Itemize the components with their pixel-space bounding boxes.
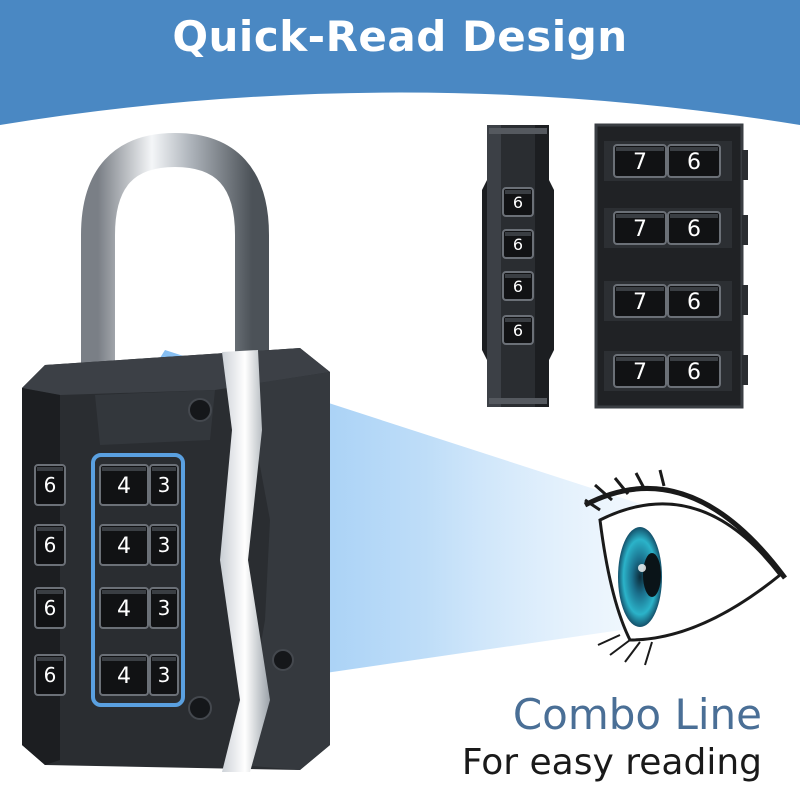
side-view-wheel: 6	[502, 315, 534, 345]
back-dial-wheel-digit: 7	[633, 150, 647, 175]
eye-illustration	[583, 469, 788, 666]
back-dial-wheel: 7	[613, 144, 667, 178]
dial-wheel: 3	[149, 464, 179, 506]
dial-wheel-digit: 3	[158, 533, 171, 557]
back-dial-wheel: 7	[613, 354, 667, 388]
dial-wheel-digit: 3	[158, 473, 171, 497]
dial-wheel: 4	[99, 524, 149, 566]
screw	[272, 649, 294, 671]
back-dial-wheel: 7	[613, 284, 667, 318]
dial-wheel: 3	[149, 524, 179, 566]
side-view-wheel: 6	[502, 187, 534, 217]
side-view-lock	[482, 125, 554, 407]
header-banner: Quick-Read Design	[0, 0, 800, 140]
dial-wheel: 4	[99, 464, 149, 506]
caption-title: Combo Line	[512, 690, 762, 739]
side-wheel: 6	[34, 524, 66, 566]
banner-title: Quick-Read Design	[172, 12, 628, 61]
side-wheel: 6	[34, 464, 66, 506]
side-wheel-digit: 6	[44, 473, 57, 497]
dial-wheel-digit: 4	[117, 534, 131, 559]
screw	[188, 696, 212, 720]
dial-wheel: 3	[149, 654, 179, 696]
back-dial-wheel-digit: 6	[687, 150, 701, 175]
back-dial-wheel: 6	[667, 211, 721, 245]
banner-shape	[0, 0, 800, 125]
back-dial-wheel-digit: 6	[687, 290, 701, 315]
side-view-wheels: 6 6 6 6	[502, 187, 534, 345]
dial-wheel-digit: 4	[117, 664, 131, 689]
dial-wheel-digit: 3	[158, 663, 171, 687]
dial-wheel: 4	[99, 587, 149, 629]
dial-wheel-digit: 4	[117, 474, 131, 499]
dial-wheel: 3	[149, 587, 179, 629]
caption-subtitle: For easy reading	[461, 742, 762, 783]
side-view-wheel-digit: 6	[513, 193, 523, 212]
side-view-wheel-digit: 6	[513, 321, 523, 340]
lock-stripe	[220, 350, 270, 772]
back-dial-wheel-digit: 7	[633, 360, 647, 385]
side-wheel: 6	[34, 587, 66, 629]
back-dial-wheel: 6	[667, 284, 721, 318]
dial-wheel-digit: 4	[117, 597, 131, 622]
back-dial-wheel-digit: 6	[687, 217, 701, 242]
side-wheel-digit: 6	[44, 596, 57, 620]
lock-shackle	[81, 132, 269, 370]
side-wheel-digit: 6	[44, 533, 57, 557]
side-view-wheel-digit: 6	[513, 277, 523, 296]
dial-wheel: 4	[99, 654, 149, 696]
back-dial-wheel-digit: 6	[687, 360, 701, 385]
back-dial-wheel: 6	[667, 354, 721, 388]
back-dial-wheel-digit: 7	[633, 290, 647, 315]
back-dial-wheel-digit: 7	[633, 217, 647, 242]
side-view-wheel-digit: 6	[513, 235, 523, 254]
back-dial-wheel: 6	[667, 144, 721, 178]
side-view-wheel: 6	[502, 271, 534, 301]
screw	[188, 398, 212, 422]
back-dial-wheel: 7	[613, 211, 667, 245]
dial-wheel-digit: 3	[158, 596, 171, 620]
side-wheel-digit: 6	[44, 663, 57, 687]
side-view-wheel: 6	[502, 229, 534, 259]
side-wheel: 6	[34, 654, 66, 696]
dial-window-highlight	[91, 453, 185, 707]
side-wheels: 6 6 6 6	[34, 464, 66, 696]
